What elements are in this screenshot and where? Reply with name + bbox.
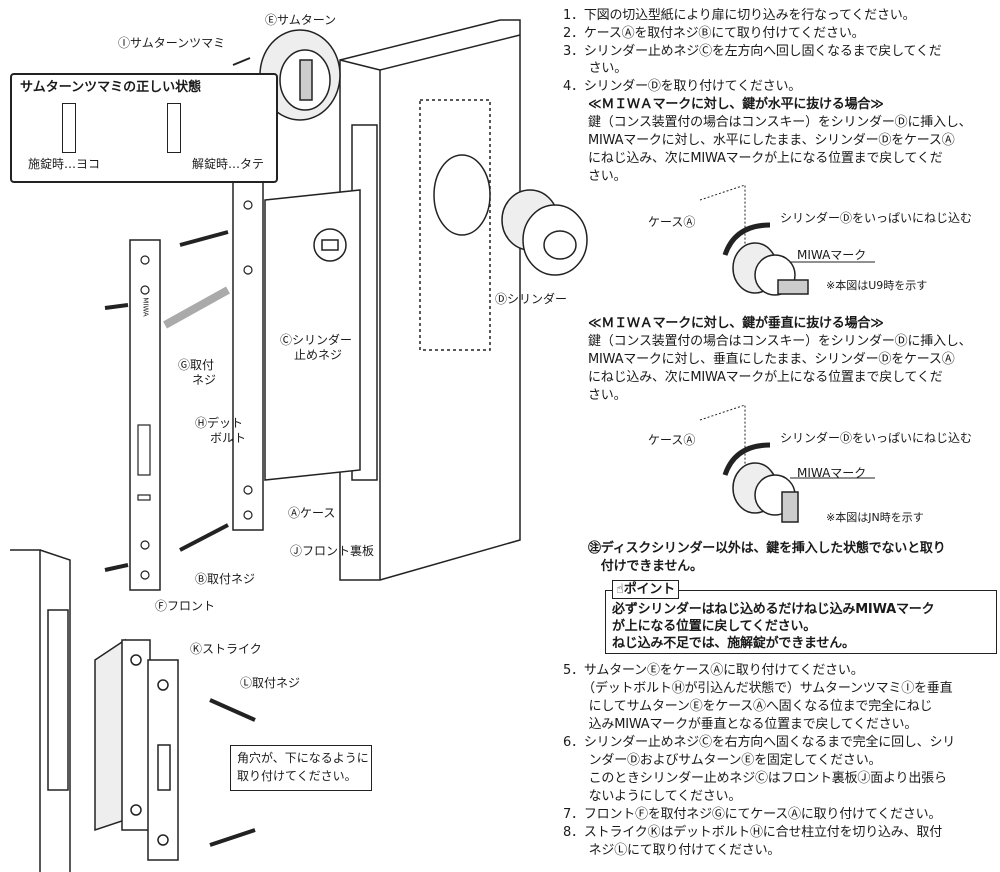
diagram-mark-label: MIWAマーク: [797, 248, 867, 262]
caution-note-cont: 付けできません。: [588, 559, 703, 574]
label-screw-g-2: ネジ: [192, 373, 217, 387]
label-front: Ⓕフロント: [155, 599, 216, 613]
step-8: 8．ストライクⓀはデットボルトⒽに合せ柱立付を切り込み、取付: [563, 825, 943, 840]
screw-drawings: [104, 230, 256, 847]
label-screw-b: Ⓑ取付ネジ: [195, 572, 256, 586]
label-strike: Ⓚストライク: [190, 642, 262, 656]
door-edge-drawing: [339, 19, 521, 581]
label-screw-l: Ⓛ取付ネジ: [240, 676, 301, 690]
locked-knob-icon: [62, 103, 76, 153]
horizontal-key-diagram: [699, 184, 875, 296]
diagram-action-label: シリンダーⒹをいっぱいにねじ込む: [780, 211, 973, 225]
front-plate-drawing: [129, 239, 161, 591]
label-screw-g: Ⓖ取付: [178, 358, 215, 372]
point-line: が上になる位置に戻してください。: [612, 619, 817, 634]
diagram-action-label: シリンダーⒹをいっぱいにねじ込む: [780, 431, 973, 445]
step-3-cont: さい。: [563, 61, 628, 76]
diagram-mark-label: MIWAマーク: [797, 466, 867, 480]
step-line: （デットボルトⒽが引込んだ状態で）サムターンツマミⒾを垂直: [563, 681, 953, 696]
knob-box-locked: 施錠時…ヨコ: [28, 157, 101, 171]
step-line: ないようにしてください。: [563, 789, 742, 804]
label-cylinder: Ⓓシリンダー: [495, 292, 568, 306]
caution-note: ㊟ディスクシリンダー以外は、鍵を挿入した状態でないと取り: [588, 541, 946, 556]
horizontal-heading: ≪ＭＩＷＡマークに対し、鍵が水平に抜ける場合≫: [588, 97, 884, 112]
step-7: 7．フロントⒻを取付ネジⒼにてケースⒶに取り付けてください。: [563, 807, 942, 822]
label-set-screw-2: 止めネジ: [294, 348, 343, 362]
point-line: 必ずシリンダーはねじ込めるだけねじ込みMIWAマーク: [612, 602, 935, 617]
front-back-plate-drawing: [232, 179, 264, 531]
horizontal-body-line: MIWAマークに対し、水平にしたまま、シリンダーⒹをケースⒶ: [588, 133, 955, 148]
vertical-body-line: さい。: [588, 388, 627, 403]
door-frame-drawing: [10, 549, 179, 872]
vertical-body-line: MIWAマークに対し、垂直にしたまま、シリンダーⒹをケースⒶ: [588, 352, 955, 367]
label-set-screw: Ⓒシリンダー: [280, 333, 353, 347]
diagram-case-label: ケースⒶ: [648, 433, 696, 447]
step-line: ネジⓁにて取り付けてください。: [563, 843, 781, 858]
knob-box-unlocked: 解錠時…タテ: [192, 157, 265, 171]
step-line: ンダーⒹおよびサムターンⒺを固定してください。: [563, 753, 882, 768]
diagram-note: ※本図はJN時を示す: [826, 511, 924, 524]
plate-logo: MIWA: [141, 297, 150, 317]
diagram-case-label: ケースⒶ: [648, 215, 696, 229]
cylinder-drawing: [501, 189, 588, 276]
unlocked-knob-icon: [167, 103, 181, 153]
vertical-body-line: にねじ込み、次にMIWAマークが上になる位置まで戻してくだ: [588, 370, 943, 385]
hand-icon: ☝: [616, 582, 624, 597]
step-4: 4．シリンダーⒹを取り付けてください。: [563, 79, 802, 94]
horizontal-body-line: 鍵（コンス装置付の場合はコンスキー）をシリンダーⒹに挿入し、: [588, 115, 972, 130]
label-case: Ⓐケース: [288, 506, 336, 520]
label-deadbolt: Ⓗデット: [195, 416, 244, 430]
point-line: ねじ込み不足では、施解錠ができません。: [612, 636, 855, 651]
step-line: このときシリンダー止めネジⒸはフロント裏板Ⓙ面より出張ら: [563, 771, 947, 786]
vertical-body-line: 鍵（コンス装置付の場合はコンスキー）をシリンダーⒹに挿入し、: [588, 334, 972, 349]
step-1: 1．下図の切込型紙により扉に切り込みを行なってください。: [563, 8, 916, 23]
step-6: 6．シリンダー止めネジⒸを右方向へ固くなるまで完全に回し、シリ: [563, 735, 956, 750]
label-thumbturn: Ⓔサムターン: [265, 13, 337, 27]
step-line: にしてサムターンⒺをケースⒶへ固くなる位まで完全にねじ: [563, 699, 933, 714]
point-label-text: ポイント: [623, 582, 675, 597]
diagram-note: ※本図はU9時を示す: [826, 279, 928, 292]
vertical-heading: ≪ＭＩＷＡマークに対し、鍵が垂直に抜ける場合≫: [588, 316, 884, 331]
label-front-back-plate: Ⓙフロント裏板: [290, 544, 375, 558]
strike-note-line: 角穴が、下になるように: [237, 751, 369, 765]
horizontal-body-line: にねじ込み、次にMIWAマークが上になる位置まで戻してくだ: [588, 151, 943, 166]
strike-note-line: 取り付けてください。: [237, 769, 357, 783]
step-line: 込みMIWAマークが垂直となる位置まで戻してください。: [563, 717, 918, 732]
vertical-key-diagram: [699, 404, 875, 523]
step-2: 2．ケースⒶを取付ネジⒷにて取り付けてください。: [563, 26, 865, 41]
knob-box-title: サムターンツマミの正しい状態: [20, 80, 202, 95]
horizontal-body-line: さい。: [588, 169, 627, 184]
step-5: 5．サムターンⒺをケースⒶに取り付けてください。: [563, 663, 864, 678]
point-box: [605, 590, 997, 654]
pointer-arrow: [232, 57, 251, 66]
label-thumbturn-knob: Ⓘサムターンツマミ: [118, 36, 226, 50]
strike-note-box: 角穴が、下になるように 取り付けてください。: [230, 745, 372, 791]
knob-state-box: サムターンツマミの正しい状態 施錠時…ヨコ 解錠時…タテ: [10, 73, 278, 183]
step-3: 3．シリンダー止めネジⒸを左方向へ回し固くなるまで戻してくだ: [563, 44, 942, 59]
label-deadbolt-2: ボルト: [210, 431, 247, 445]
plate-holes: [137, 200, 253, 580]
point-label: ☝ポイント: [612, 580, 679, 599]
thumbturn-drawing: [259, 29, 341, 121]
